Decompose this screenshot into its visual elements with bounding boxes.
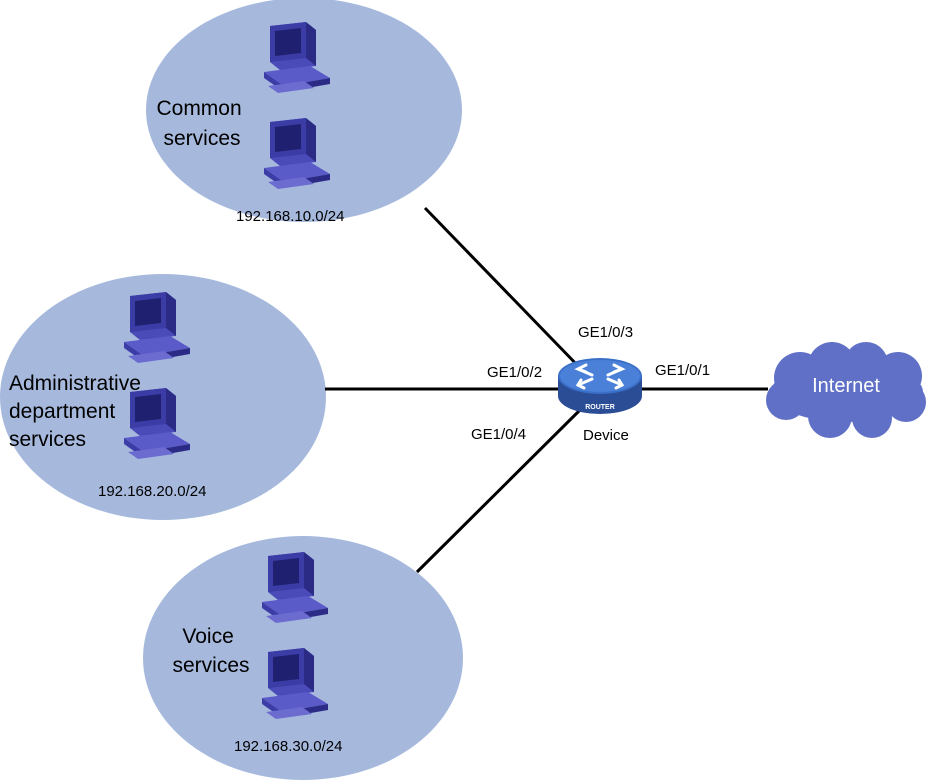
subnet-label-voice: 192.168.30.0/24 [234, 738, 342, 755]
router-badge: ROUTER [585, 404, 615, 411]
zone-name-admin: Administrative department services [9, 372, 147, 451]
link-voice [415, 406, 584, 574]
link-common [423, 206, 584, 372]
zone-name-voice: Voice services [172, 625, 249, 677]
device-label: Device [583, 427, 629, 444]
zone-name-common: Common services [156, 97, 247, 150]
port-label-common: GE1/0/3 [578, 324, 633, 341]
port-label-internet: GE1/0/1 [655, 362, 710, 379]
port-label-admin: GE1/0/2 [487, 364, 542, 381]
internet-label: Internet [812, 375, 880, 397]
zone-common [146, 0, 462, 222]
subnet-label-admin: 192.168.20.0/24 [98, 483, 206, 500]
cloud-icon [766, 342, 926, 438]
subnet-label-common: 192.168.10.0/24 [236, 208, 344, 225]
port-label-voice: GE1/0/4 [471, 426, 526, 443]
router-icon: ROUTER [558, 358, 642, 414]
